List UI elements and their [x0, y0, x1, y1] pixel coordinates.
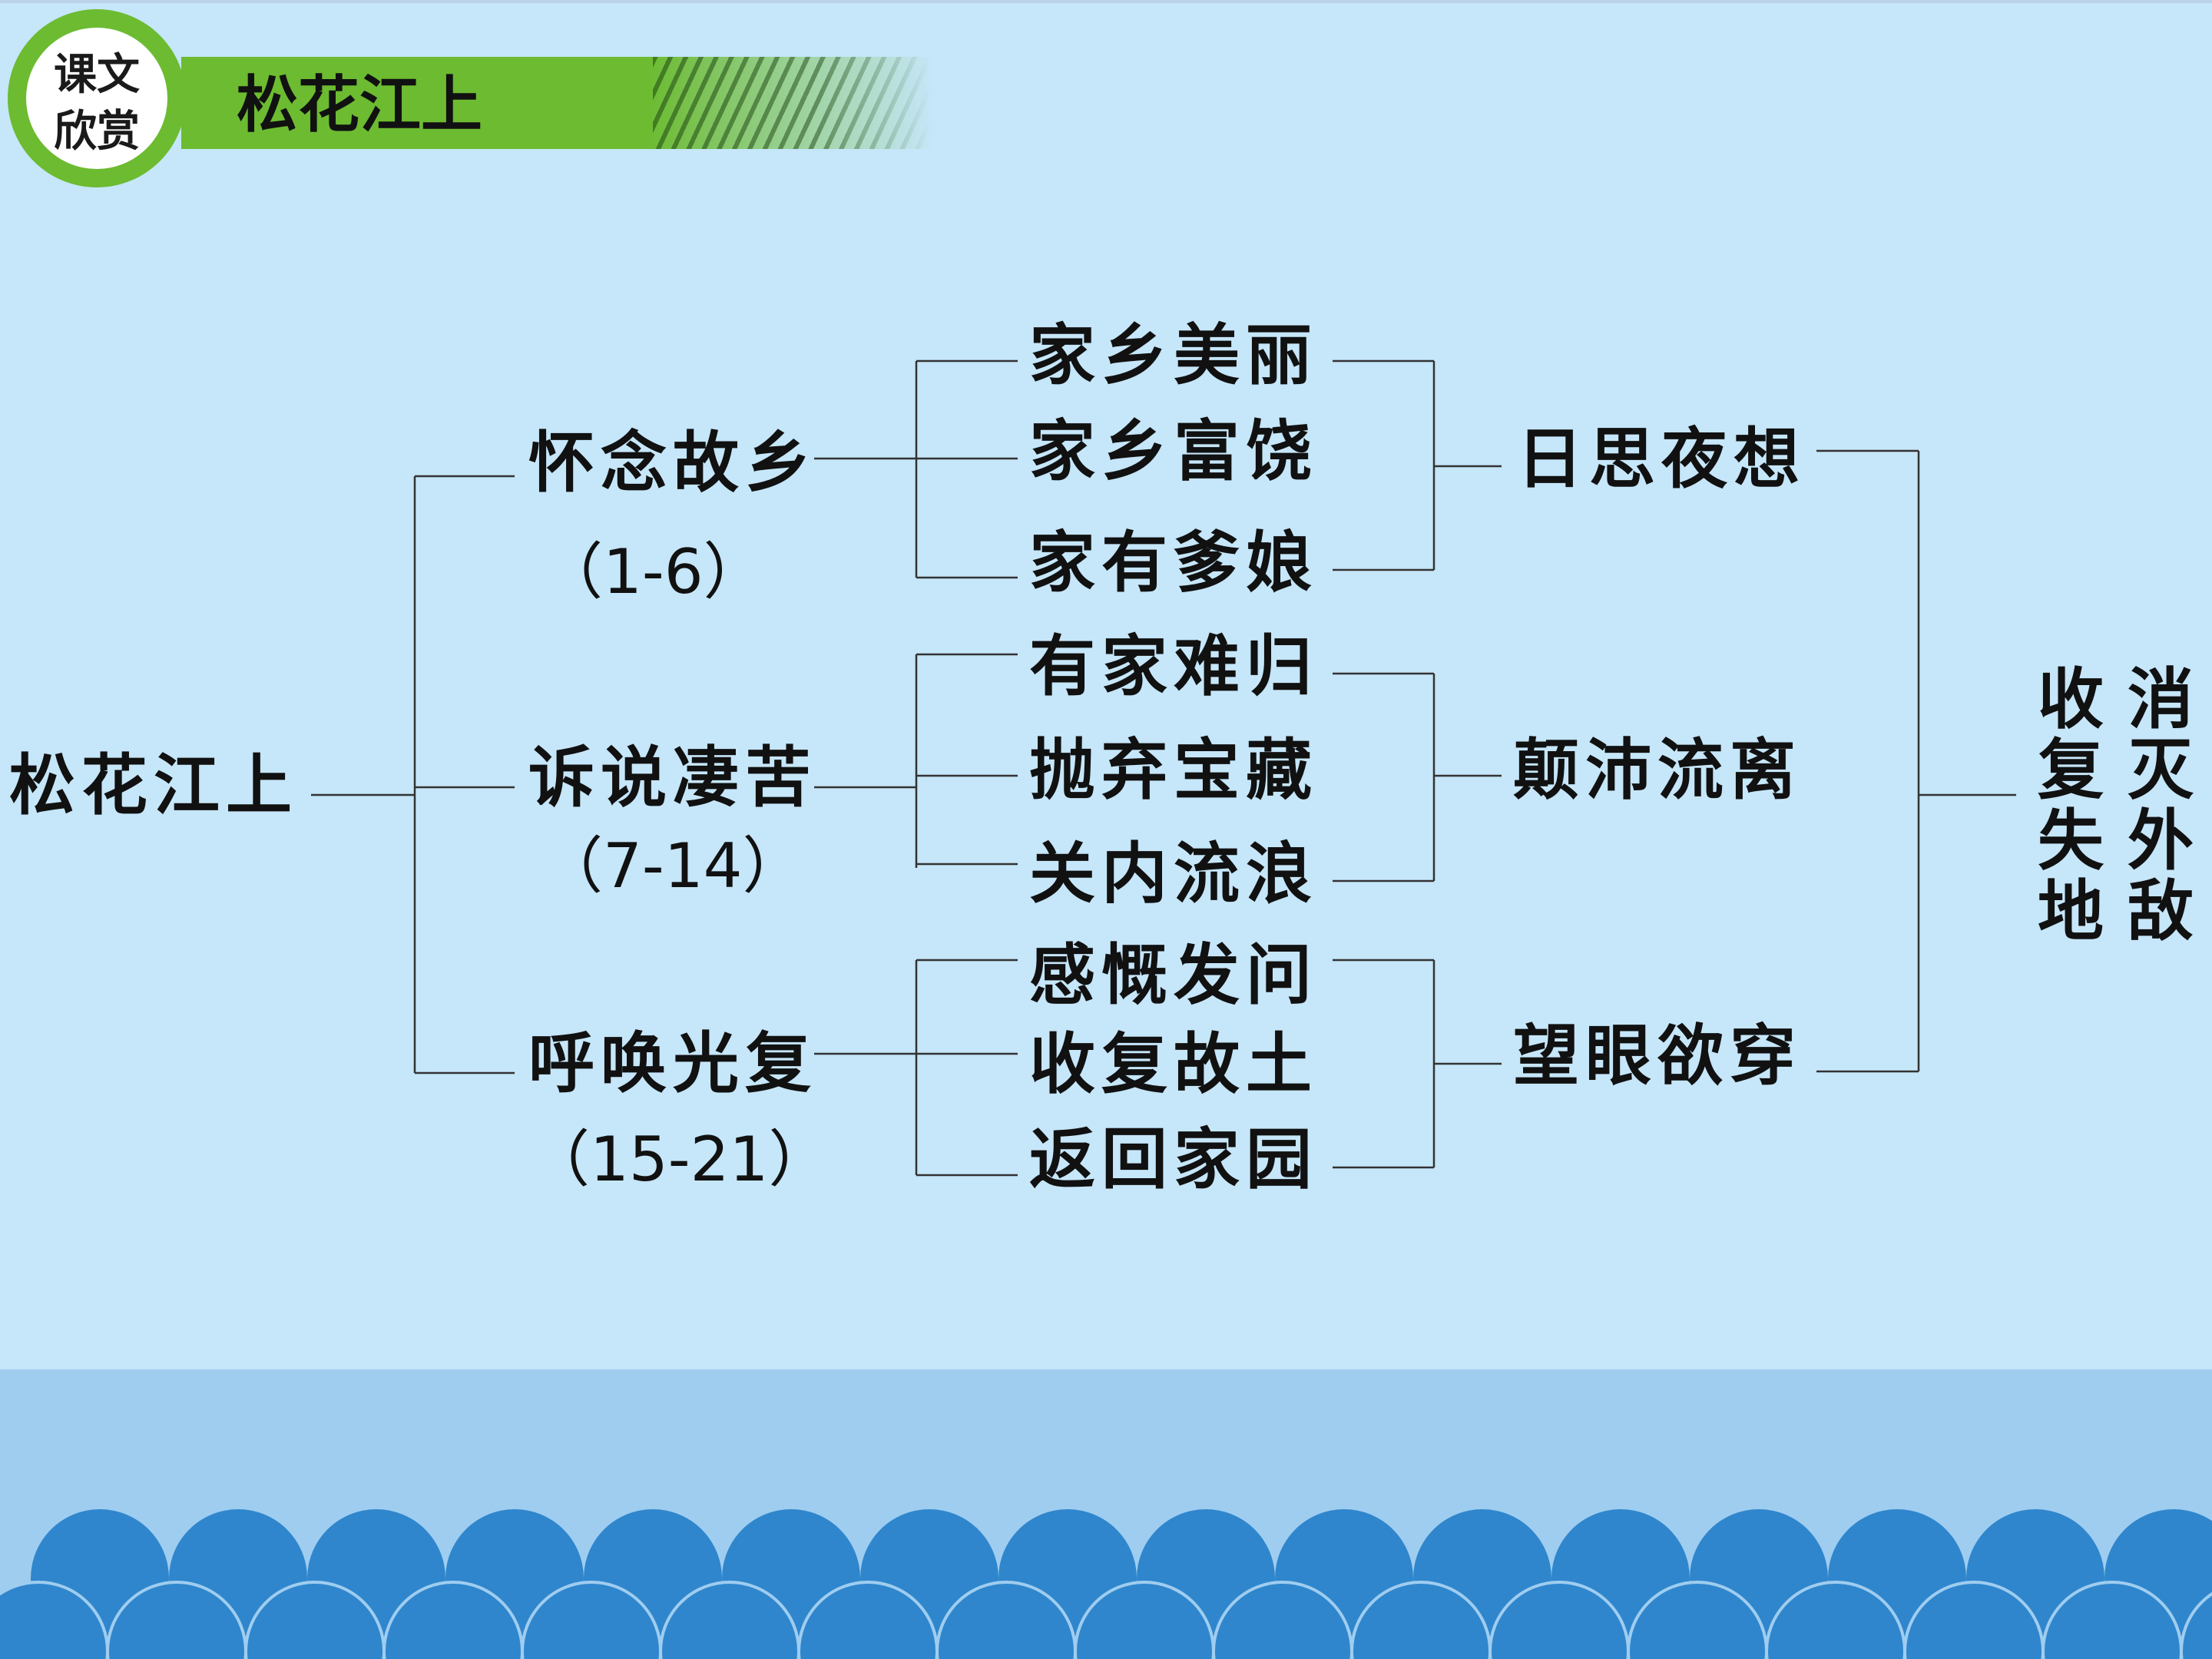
summary-1: 日思夜想: [1517, 420, 1806, 498]
conclusion-char: 灭: [2128, 731, 2194, 809]
section-3-range: （15-21）: [528, 1124, 830, 1195]
badge-line-1: 课文: [54, 50, 140, 100]
section-badge: 课文 欣赏: [8, 9, 186, 187]
item-2-2: 抛弃宝藏: [1029, 731, 1318, 809]
item-3-2: 收复故土: [1029, 1025, 1318, 1103]
wave-scallop: [2180, 1591, 2212, 1659]
badge-line-2: 欣赏: [54, 107, 140, 157]
conclusion-left-column: 收 复 失 地: [2034, 664, 2108, 947]
title-stripes: [653, 57, 929, 149]
conclusion-char: 敌: [2128, 873, 2194, 950]
section-1-range: （1-6）: [541, 536, 765, 608]
section-2-label: 诉说凄苦: [528, 739, 817, 816]
conclusion-right-column: 消 灭 外 敌: [2124, 664, 2197, 947]
item-3-3: 返回家园: [1029, 1121, 1318, 1198]
slide-title: 松花江上: [237, 69, 482, 141]
conclusion-char: 消: [2128, 661, 2194, 738]
item-1-3: 家有爹娘: [1029, 524, 1318, 601]
section-3-label: 呼唤光复: [528, 1025, 817, 1102]
summary-3: 望眼欲穿: [1513, 1017, 1802, 1094]
section-2-range: （7-14）: [541, 830, 804, 902]
root-node: 松花江上: [9, 747, 298, 824]
section-1-label: 怀念故乡: [528, 424, 817, 502]
conclusion-char: 收: [2038, 661, 2104, 738]
conclusion-char: 失: [2038, 802, 2104, 879]
summary-2: 颠沛流离: [1513, 731, 1802, 809]
conclusion-char: 地: [2038, 873, 2104, 950]
top-edge: [0, 0, 2212, 3]
item-1-1: 家乡美丽: [1029, 316, 1318, 394]
item-2-3: 关内流浪: [1029, 835, 1318, 912]
item-1-2: 家乡富饶: [1029, 412, 1318, 490]
item-3-1: 感慨发问: [1029, 936, 1318, 1014]
item-2-1: 有家难归: [1029, 628, 1318, 705]
conclusion-char: 外: [2128, 802, 2194, 879]
conclusion-char: 复: [2038, 731, 2104, 809]
badge-circle: 课文 欣赏: [26, 28, 167, 169]
